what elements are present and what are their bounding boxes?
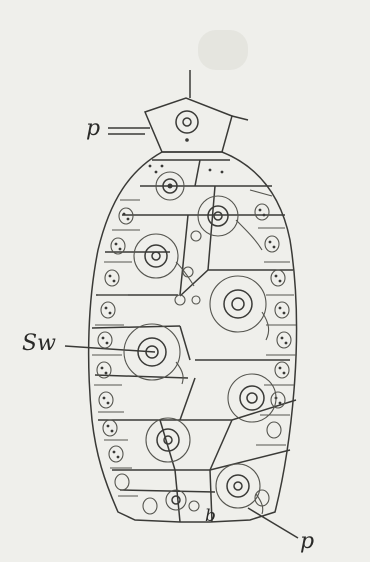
label-sw: Sw (22, 331, 56, 356)
page-stain (198, 30, 248, 70)
label-p-top: p (86, 116, 100, 141)
label-b: b (205, 506, 216, 526)
label-p-bottom: p (300, 529, 314, 554)
